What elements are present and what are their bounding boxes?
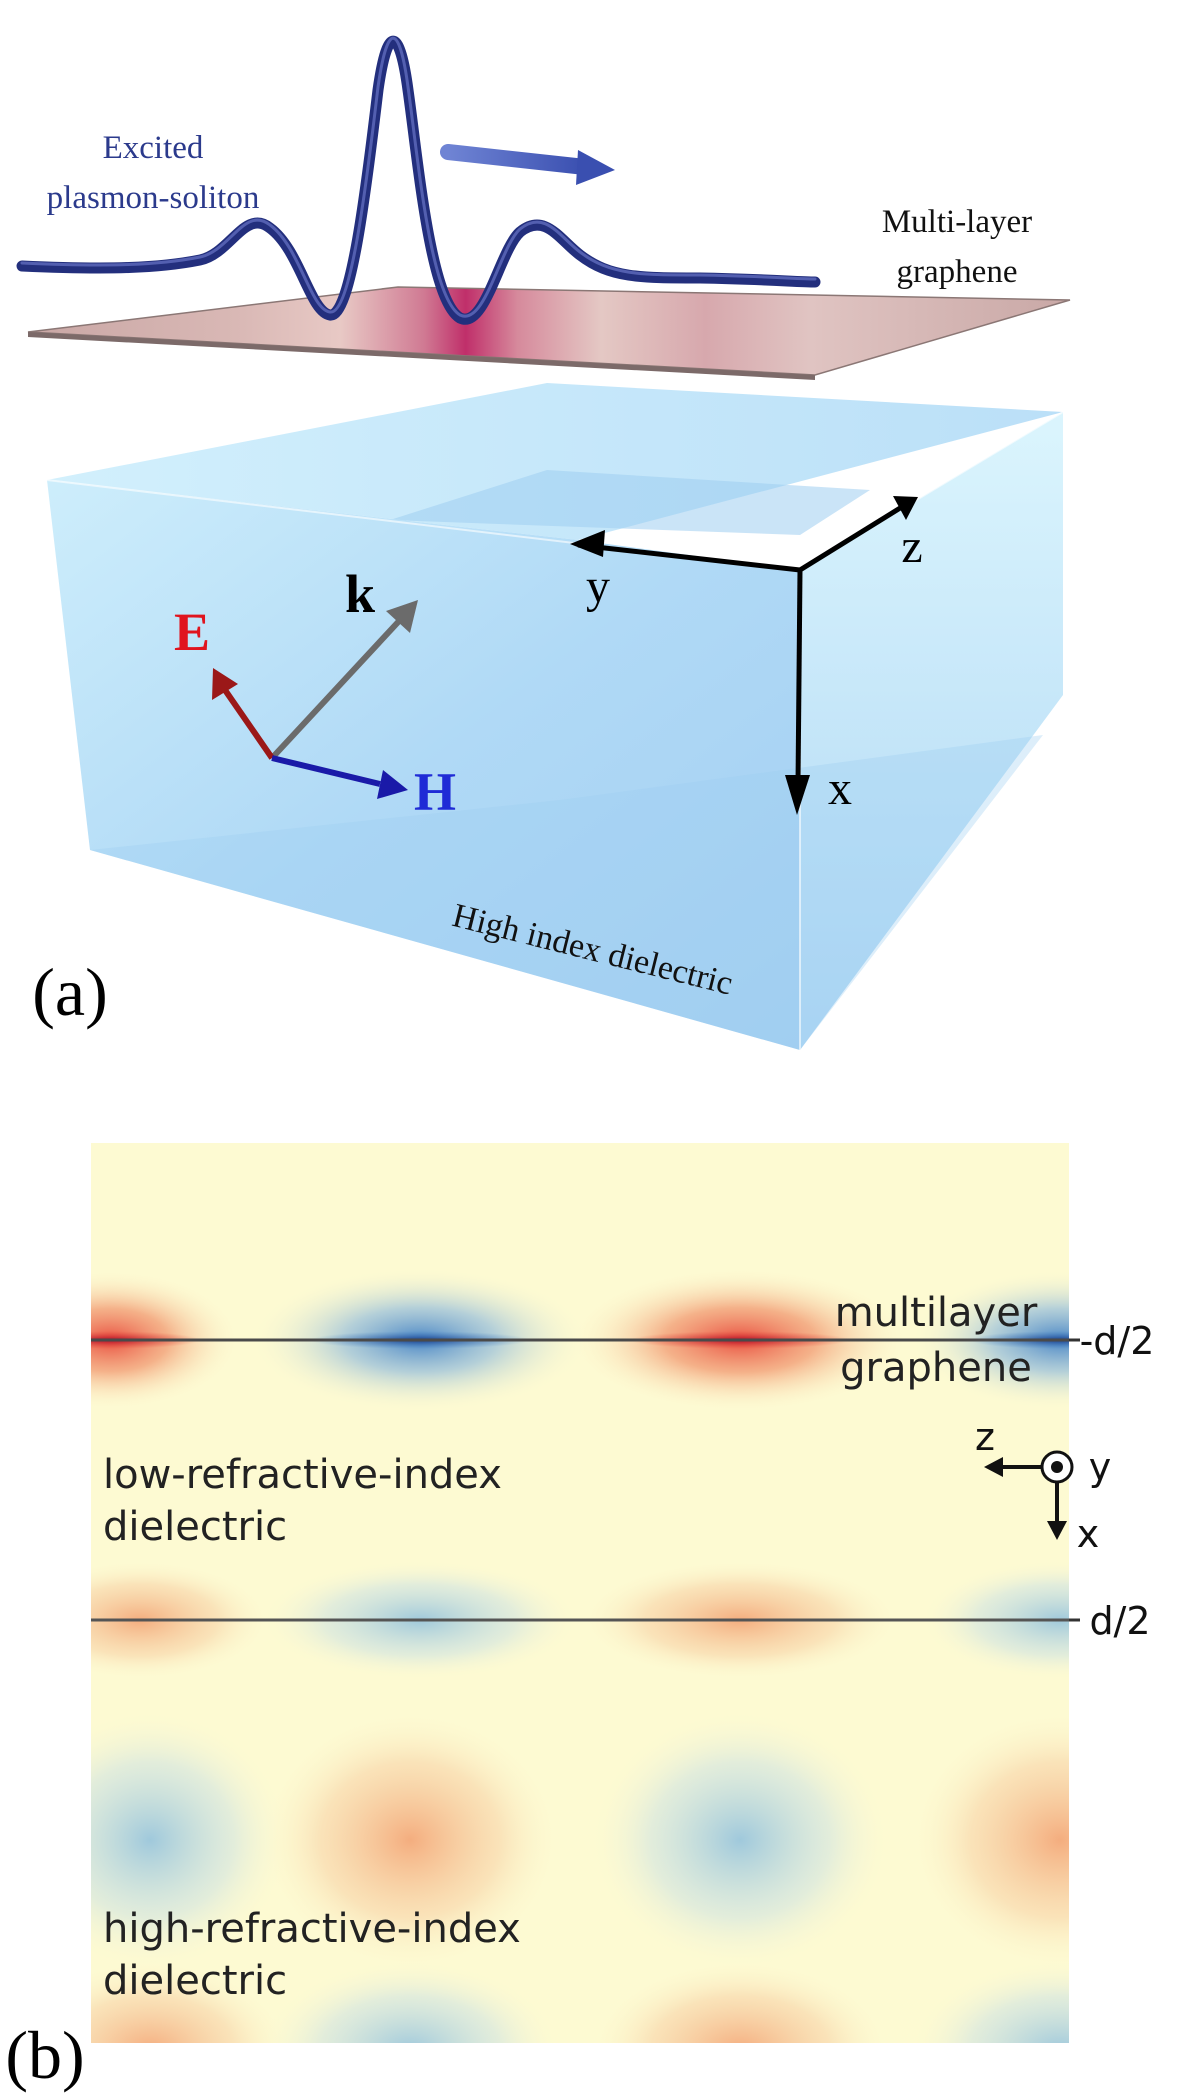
excited-label-line1: Excited xyxy=(103,130,204,166)
field-lobe xyxy=(260,1960,560,2043)
propagation-arrow xyxy=(440,144,615,185)
coordinate-axes xyxy=(570,496,918,815)
k-vector xyxy=(269,617,403,761)
field-lobe xyxy=(260,1710,560,1970)
dielectric-right-face xyxy=(800,412,1063,1050)
y-axis-dot xyxy=(1051,1461,1063,1473)
dielectric-inner-top xyxy=(390,470,870,535)
field-vectors xyxy=(212,600,418,799)
dielectric-bottom-shade xyxy=(90,735,1043,1050)
panel-b-label: (b) xyxy=(5,2017,84,2093)
field-lobe xyxy=(910,1710,1069,1970)
E-vector xyxy=(222,688,275,760)
field-lobe xyxy=(910,1960,1069,2043)
field-lobe xyxy=(91,1710,290,1970)
axis-y-label-small: y xyxy=(1089,1445,1112,1489)
graphene-label-line2: graphene xyxy=(897,254,1018,290)
k-label: k xyxy=(345,564,375,624)
axis-x-label-small: x xyxy=(1077,1512,1100,1556)
axis-z-label: z xyxy=(901,520,922,573)
low-index-label-line1: low-refractive-index xyxy=(103,1452,502,1498)
graphene-sheet xyxy=(27,286,1071,376)
axis-y-label: y xyxy=(586,560,610,613)
axis-z-label-small: z xyxy=(975,1415,995,1459)
z-axis-arrow xyxy=(798,502,907,573)
panel-b: -d/2 d/2 multilayer graphene low-refract… xyxy=(5,1143,1155,2093)
high-index-label-line2: dielectric xyxy=(103,1958,287,2004)
coordinate-indicator xyxy=(984,1450,1074,1540)
low-index-label-line2: dielectric xyxy=(103,1504,287,1550)
high-index-label-line1: high-refractive-index xyxy=(103,1906,521,1952)
E-label: E xyxy=(174,602,210,662)
graphene-label-line1: multilayer xyxy=(835,1290,1038,1336)
minus-d-half-label: -d/2 xyxy=(1080,1319,1155,1363)
y-axis-arrow xyxy=(577,542,801,573)
dielectric-top-face xyxy=(47,383,1063,540)
graphene-sheet-edge xyxy=(28,332,815,380)
graphene-label-line1: Multi-layer xyxy=(882,204,1032,240)
panel-a: Excited plasmon-soliton Multi-layer grap… xyxy=(16,35,1071,1050)
axis-x-label: x xyxy=(828,762,852,815)
dielectric-block xyxy=(46,383,1064,1050)
panel-a-label: (a) xyxy=(32,954,107,1030)
plasmon-soliton-highlight xyxy=(20,36,817,318)
x-axis-arrow xyxy=(795,569,803,786)
field-lobe xyxy=(91,1960,290,2043)
H-vector xyxy=(271,755,381,787)
graphene-label-line2: graphene xyxy=(840,1345,1032,1391)
field-lobe xyxy=(590,1960,890,2043)
H-label: H xyxy=(414,762,456,822)
plus-d-half-label: d/2 xyxy=(1089,1599,1150,1643)
dielectric-front-face xyxy=(47,480,800,1050)
excited-label-line2: plasmon-soliton xyxy=(47,180,260,216)
field-lobe xyxy=(590,1710,890,1970)
